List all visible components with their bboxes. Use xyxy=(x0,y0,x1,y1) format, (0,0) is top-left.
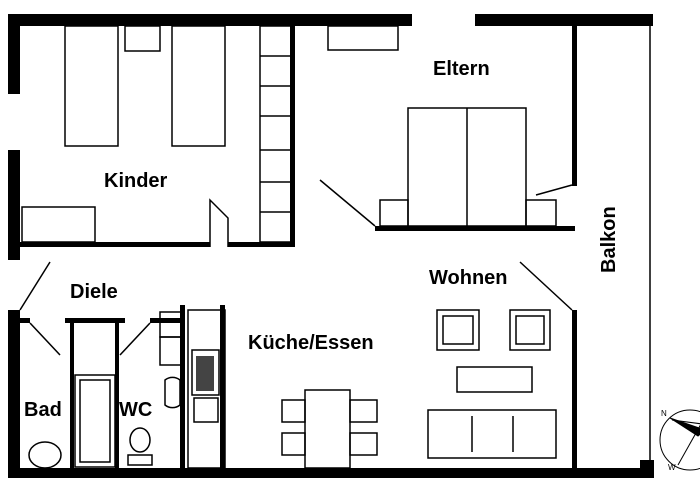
stove xyxy=(196,356,214,391)
room-label-balkon: Balkon xyxy=(598,206,620,273)
room-label-diele: Diele xyxy=(70,281,118,303)
room-label-eltern: Eltern xyxy=(433,58,490,80)
room-label-kueche: Küche/Essen xyxy=(248,332,374,354)
room-label-wohnen: Wohnen xyxy=(429,267,508,289)
room-label-bad: Bad xyxy=(24,399,62,421)
room-label-wc: WC xyxy=(119,399,153,421)
compass-west-label: W xyxy=(668,463,676,472)
furniture xyxy=(19,25,651,470)
compass-north-label: N xyxy=(661,409,667,418)
compass xyxy=(659,409,700,471)
room-label-kinder: Kinder xyxy=(104,170,168,192)
walls xyxy=(8,14,654,478)
